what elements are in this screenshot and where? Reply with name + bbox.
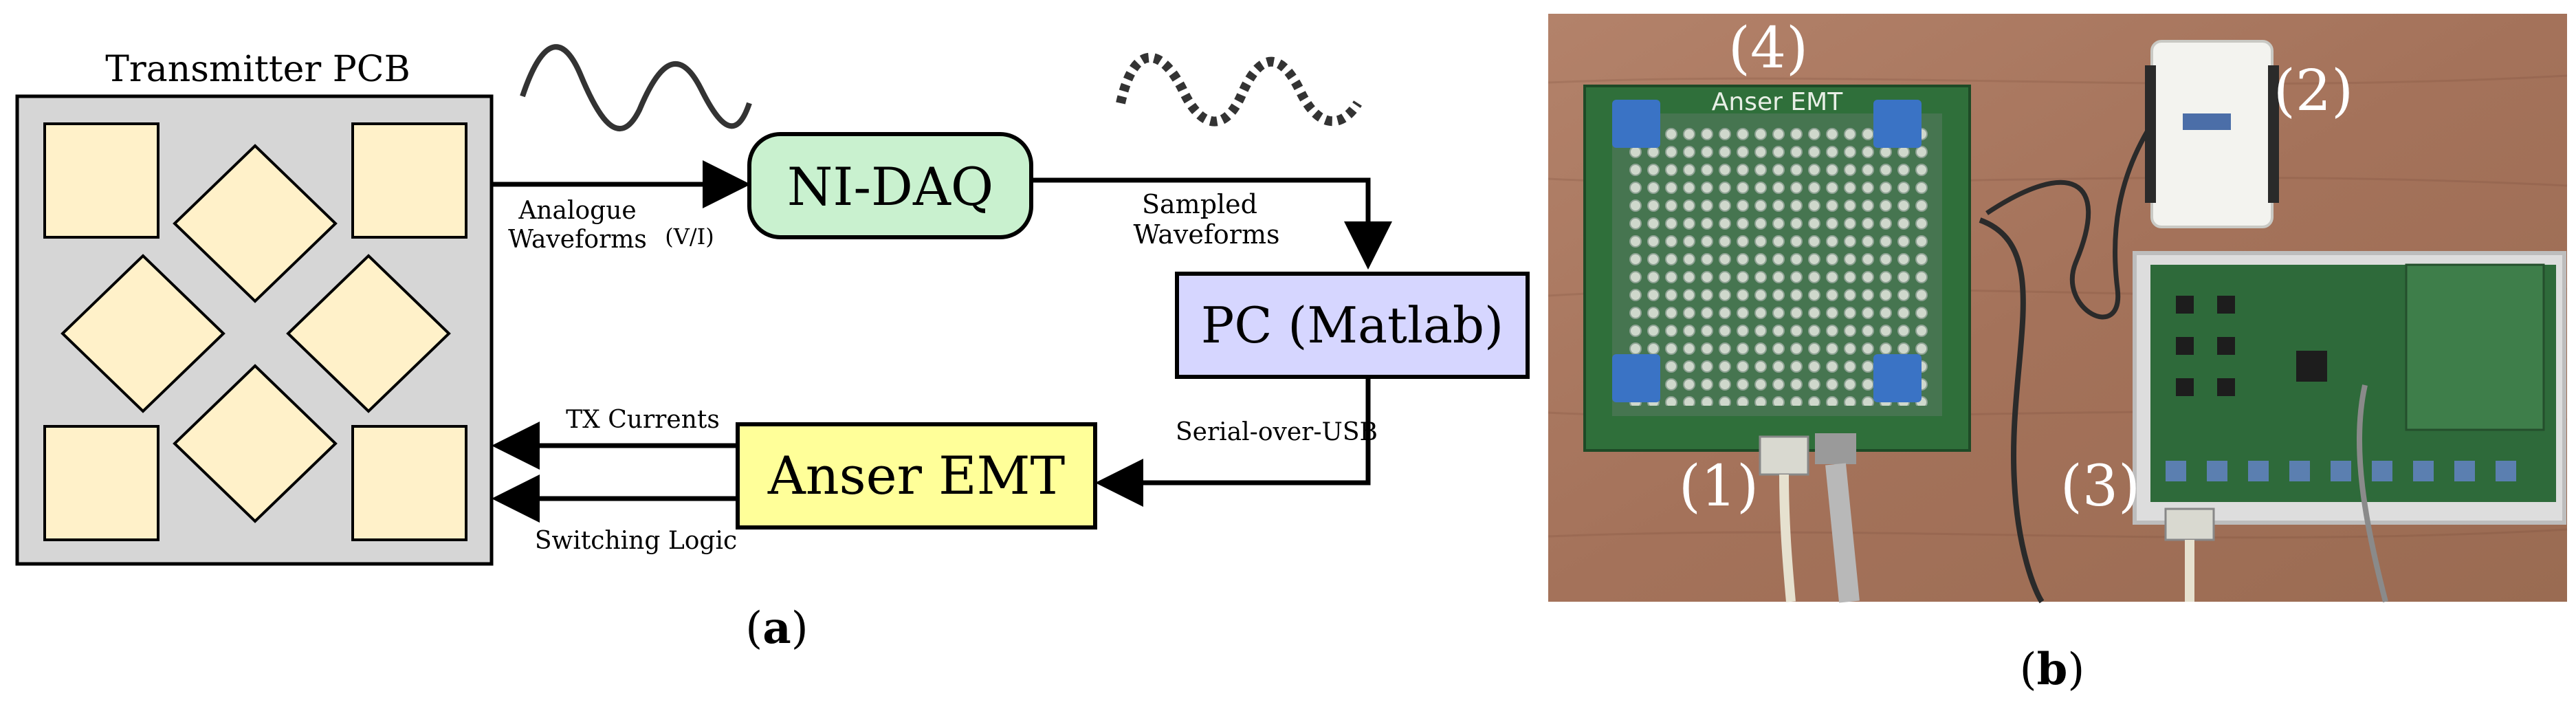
coil-diamond-right [286,254,451,413]
coil-diamond-top [173,144,338,303]
marker-4: (4) [1728,16,1808,81]
anser-block: Anser EMT [736,422,1097,530]
caption-b: (b) [2020,644,2085,695]
coil-square-bottom-left [43,425,159,541]
serial-label: Serial-over-USB [1176,418,1378,446]
grey-ribbon-cable [1825,463,1860,603]
setup-photo: Anser EMT [1548,14,2568,695]
nidaq-label: NI-DAQ [787,156,993,217]
coil-square-bottom-right [351,425,467,541]
coil-diamond-bottom [173,364,338,523]
sampled-label-2: Waveforms [1133,219,1279,250]
pc-label: PC (Matlab) [1201,296,1504,354]
arrow-nidaq-to-pc [1031,177,1392,270]
arrow-pc-to-anser [1095,377,1371,507]
analogue-label-2: Waveforms [508,226,647,254]
nidaq-block: NI-DAQ [747,132,1033,239]
transmitter-board-photo: Anser EMT [1583,85,1971,476]
transmitter-pcb: Transmitter PCB [15,49,494,566]
coil-square-top-right [351,122,467,239]
marker-3: (3) [2060,454,2140,519]
caption-a: (a) [745,602,808,654]
beige-cable [1779,474,1796,602]
nidaq-device-photo [2145,40,2279,228]
anser-label: Anser EMT [767,445,1065,506]
board-title: Anser EMT [1712,88,1843,116]
anser-enclosure-photo [2133,251,2566,603]
tx-currents-label: TX Currents [566,406,720,434]
pc-block: PC (Matlab) [1175,272,1530,379]
daq-cable [1985,122,2154,320]
black-cable [1979,217,2045,604]
vi-label: (V/I) [665,223,714,250]
analogue-sine-wave [520,44,752,131]
marker-1: (1) [1679,454,1759,519]
sampled-label-1: Sampled [1142,189,1257,219]
block-diagram: Transmitter PCB Analogue Waveforms (V/I)… [15,44,1530,654]
switching-label: Switching Logic [535,527,737,555]
marker-2: (2) [2274,58,2353,124]
coil-square-top-left [43,122,159,239]
coil-diamond-left [60,254,225,413]
sampled-sine-wave [1116,52,1362,127]
analogue-label-1: Analogue [518,197,636,225]
transmitter-title: Transmitter PCB [105,49,410,90]
